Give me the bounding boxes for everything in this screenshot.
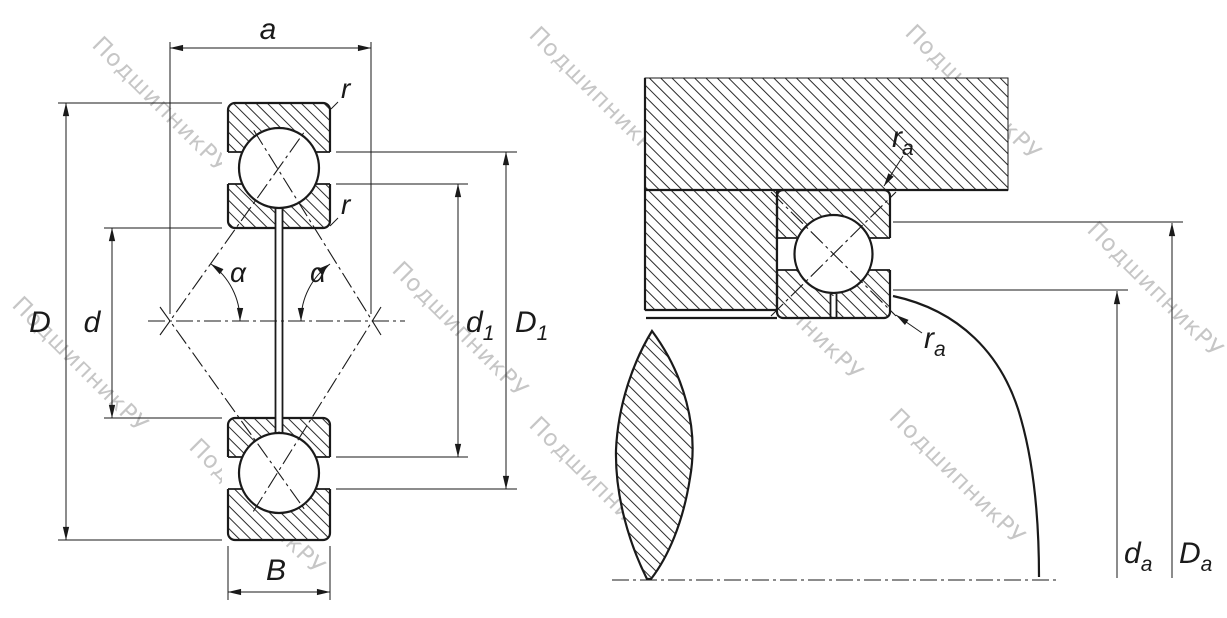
- contact-line: [252, 306, 382, 513]
- callout-ra-shaft: ra: [895, 314, 946, 361]
- watermark-text: ПодшипникРУ: [387, 257, 533, 403]
- dimension-D1: D1: [336, 151, 548, 490]
- watermark-text: ПодшипникРУ: [884, 404, 1030, 550]
- callout-r-inner: r: [329, 189, 352, 227]
- shaft-profile-curve: [892, 294, 1041, 578]
- dimension-d1: d1: [336, 183, 494, 458]
- contact-line: [252, 128, 382, 336]
- shaft-shoulder-section: [614, 329, 694, 581]
- dimension-contact-angle-right: α: [297, 257, 331, 322]
- contact-line: [770, 191, 897, 317]
- label-D1: D1: [515, 306, 548, 345]
- label-r-outer: r: [341, 73, 352, 104]
- dimension-a: a: [169, 13, 372, 314]
- label-d1: d1: [466, 306, 494, 345]
- mounting-view: ra ra da Da: [612, 77, 1212, 581]
- dimension-contact-angle-left: α: [210, 257, 247, 322]
- watermark-text: ПодшипникРУ: [87, 32, 233, 178]
- callout-r-outer: r: [330, 73, 352, 110]
- watermark-layer: ПодшипникРУ ПодшипникРУ ПодшипникРУ Подш…: [7, 20, 1227, 580]
- label-da: da: [1124, 537, 1152, 576]
- label-ra-housing: ra: [892, 121, 914, 160]
- label-D: D: [29, 306, 51, 339]
- label-r-inner: r: [341, 189, 352, 220]
- label-ra-shaft: ra: [924, 322, 946, 361]
- mounted-bearing: [775, 188, 895, 320]
- dimension-B: B: [227, 546, 331, 600]
- label-d: d: [84, 306, 102, 339]
- label-a: a: [260, 13, 277, 46]
- cross-section-view: α α a D d: [29, 13, 548, 600]
- callout-ra-housing: ra: [883, 121, 914, 187]
- label-Da: Da: [1179, 537, 1212, 576]
- contact-line: [159, 306, 306, 511]
- dimension-Da: Da: [893, 221, 1212, 578]
- dimension-da: da: [893, 289, 1152, 578]
- dimension-D: D: [29, 102, 222, 541]
- label-alpha-right: α: [310, 257, 327, 288]
- contact-line: [159, 130, 306, 336]
- label-B: B: [266, 554, 286, 587]
- label-alpha-left: α: [230, 257, 247, 288]
- dimension-d: d: [84, 227, 222, 419]
